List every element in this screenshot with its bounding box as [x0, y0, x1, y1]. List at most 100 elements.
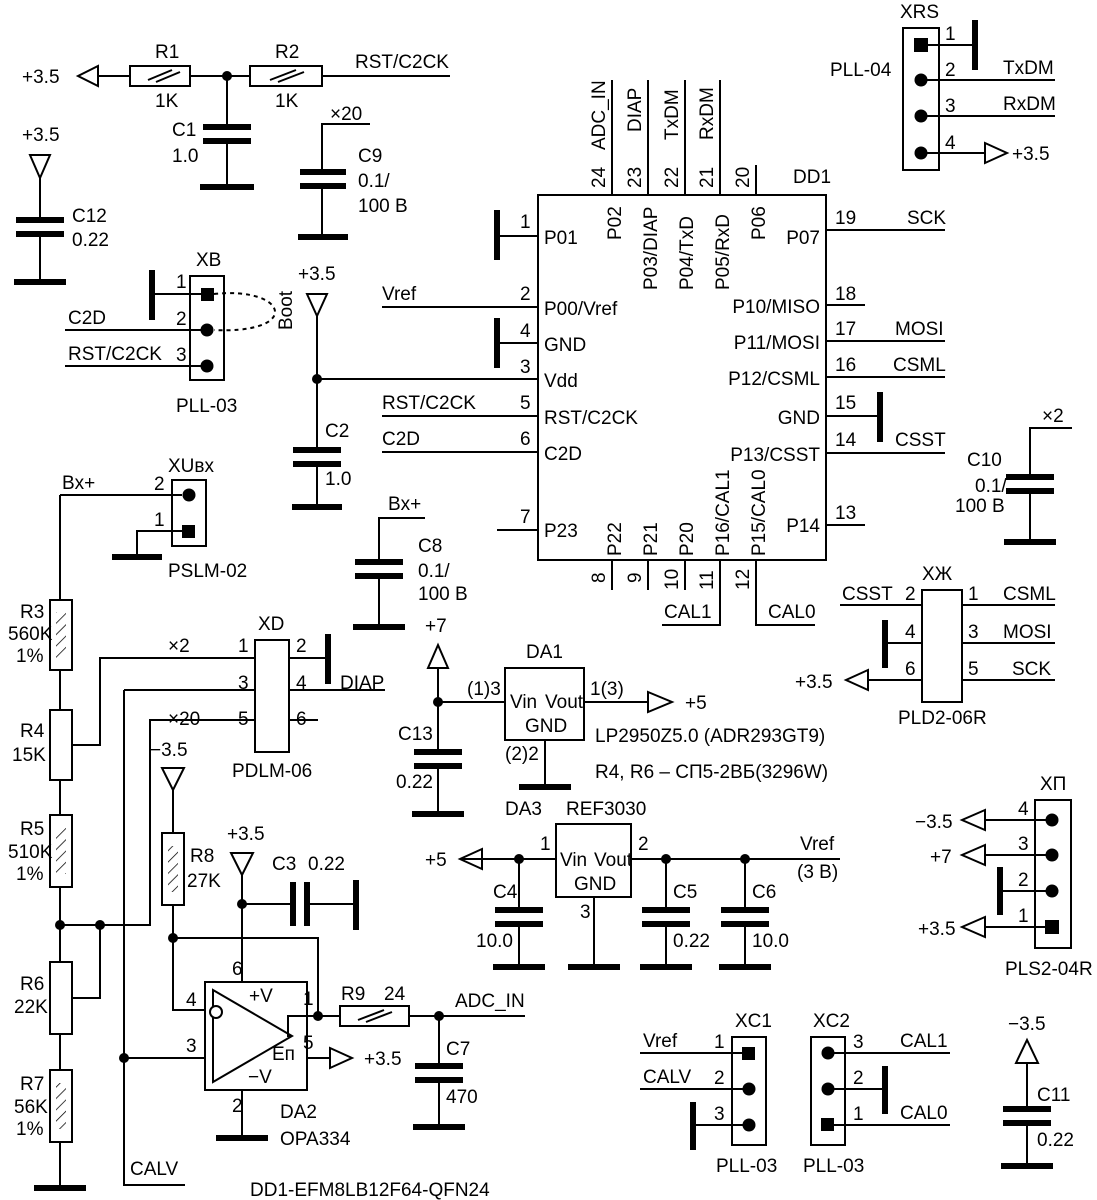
dd1-net-csml: CSML [893, 355, 946, 376]
r1-r2-reset-network: +3.5 R1 1K R2 1K RST/C2CK C1 1.0 [22, 42, 450, 190]
c12-value: 0.22 [72, 230, 109, 251]
c5-value: 0.22 [673, 931, 710, 952]
dd1-pin-p07: P07 [786, 228, 820, 249]
c10-voltage: 100 B [955, 496, 1005, 517]
svg-text:16: 16 [835, 355, 856, 376]
r2-ref: R2 [275, 42, 299, 63]
da3-pin2: 2 [638, 834, 649, 855]
svg-text:2: 2 [176, 309, 187, 330]
svg-text:1: 1 [154, 510, 165, 531]
dd1-pin-p11: P11/MOSI [734, 333, 820, 354]
xrs-supply-label: +3.5 [1012, 144, 1050, 165]
dd1-pin-rst: RST/C2CK [544, 408, 638, 429]
svg-text:5: 5 [238, 709, 249, 730]
svg-text:2: 2 [945, 60, 956, 81]
svg-text:1: 1 [176, 272, 187, 293]
r7-ref: R7 [20, 1074, 44, 1095]
dd1-net-csst: CSST [895, 430, 946, 451]
svg-text:15: 15 [835, 393, 856, 414]
c6-ref: C6 [752, 882, 776, 903]
svg-text:3: 3 [520, 357, 531, 378]
r5-tol: 1% [16, 864, 44, 885]
da1-pin-gnd: (2)2 [505, 744, 539, 765]
c13-value: 0.22 [396, 772, 433, 793]
supply-arrow-icon [984, 141, 1010, 165]
supply-arrow-icon [28, 154, 52, 181]
r6-value: 22K [14, 997, 48, 1018]
dd1-pin-p00: P00/Vref [544, 299, 618, 320]
svg-text:14: 14 [835, 430, 857, 451]
supply-arrow-icon [305, 293, 329, 319]
capacitor-c11: −3.5 C11 0.22 [1001, 1014, 1074, 1169]
xp-p35: +3.5 [918, 919, 956, 940]
da1-ref: DA1 [526, 642, 563, 663]
dd1-pin-p10: P10/MISO [732, 297, 820, 318]
svg-text:9: 9 [625, 572, 646, 583]
opamp-triangle-icon [212, 988, 294, 1084]
svg-text:13: 13 [835, 503, 856, 524]
xuvx-net-bx: Bx+ [62, 473, 95, 494]
xp-type: PLS2-04R [1005, 959, 1093, 980]
svg-text:23: 23 [625, 167, 646, 188]
xc1-net-vref: Vref [643, 1031, 678, 1052]
capacitor-c8: Bx+ C8 0.1/ 100 B [353, 494, 468, 630]
supply-arrow-icon [229, 852, 255, 878]
da3-part: REF3030 [566, 799, 646, 820]
dd1-pin-gnd-r: GND [778, 408, 820, 429]
xd-type: PDLM-06 [232, 761, 312, 782]
c12-supply-label: +3.5 [22, 125, 60, 146]
r2-value: 1K [275, 91, 299, 112]
dd1-pin-p05: P05/RxD [713, 214, 734, 290]
da1-gnd: GND [525, 716, 567, 737]
c3-value: 0.22 [308, 854, 345, 875]
c10-value: 0.1/ [975, 476, 1007, 497]
svg-text:3: 3 [176, 345, 187, 366]
r3-tol: 1% [16, 646, 44, 667]
dd1-net-rst: RST/C2CK [382, 393, 476, 414]
da1-vin: Vin [510, 692, 537, 713]
c9-value: 0.1/ [358, 171, 390, 192]
supply-arrow-icon [160, 767, 186, 793]
regulator-da1: +7 C13 0.22 DA1 Vin Vout GND (1)3 1(3) (… [396, 616, 828, 817]
xc2-type: PLL-03 [803, 1156, 864, 1177]
capacitor-c2: +3.5 C2 1.0 [292, 264, 540, 510]
dd1-net-diap: DIAP [625, 88, 646, 132]
dd1-pin-p14: P14 [786, 516, 820, 537]
xzh-net-csml: CSML [1003, 584, 1056, 605]
c11-value: 0.22 [1037, 1130, 1074, 1151]
supply-arrow-icon [329, 1046, 355, 1070]
svg-text:4: 4 [1018, 799, 1029, 820]
connector-xb: XB 1 2 3 C2D RST/C2CK Boot PLL-03 [65, 250, 297, 417]
da3-ref: DA3 [505, 799, 542, 820]
xd-net-diap: DIAP [340, 673, 384, 694]
c10-mult: ×2 [1042, 406, 1064, 427]
xb-net-rst: RST/C2CK [68, 344, 162, 365]
dd1-pin-p02: P02 [605, 206, 626, 240]
reference-da3: DA3 REF3030 +5 Vin Vout GND 1 2 3 C4 10.… [425, 799, 840, 970]
resistor-r9 [339, 1005, 410, 1027]
svg-text:2: 2 [853, 1068, 864, 1089]
resistor-r4 [49, 709, 73, 781]
svg-text:3: 3 [714, 1104, 725, 1125]
svg-text:2: 2 [232, 1096, 243, 1117]
svg-text:6: 6 [232, 959, 243, 980]
svg-text:11: 11 [697, 570, 718, 590]
xb-type: PLL-03 [176, 396, 237, 417]
dd1-pin-p23: P23 [544, 521, 578, 542]
svg-text:18: 18 [835, 284, 856, 305]
da1-pin-out: 1(3) [590, 679, 624, 700]
c1-value: 1.0 [172, 146, 198, 167]
connector-xc1: XC1 Vref CALV 1 2 3 PLL-03 [640, 1011, 777, 1177]
svg-text:22: 22 [662, 167, 683, 188]
xb-ref: XB [196, 250, 221, 271]
supply-arrow-icon [1014, 1037, 1040, 1064]
xc1-type: PLL-03 [716, 1156, 777, 1177]
c9-mult: ×20 [330, 104, 362, 125]
input-divider: R3 560K 1% R4 15K R5 510K 1% R6 22K R7 5… [8, 495, 260, 1191]
connector-xd: XD 1 3 5 2 4 6 DIAP PDLM-06 [124, 614, 385, 782]
c8-ref: C8 [418, 536, 442, 557]
xc1-net-calv: CALV [643, 1067, 692, 1088]
c10-ref: C10 [967, 450, 1002, 471]
da2-part: OPA334 [280, 1129, 351, 1150]
vdd-supply-label: +3.5 [298, 264, 336, 285]
